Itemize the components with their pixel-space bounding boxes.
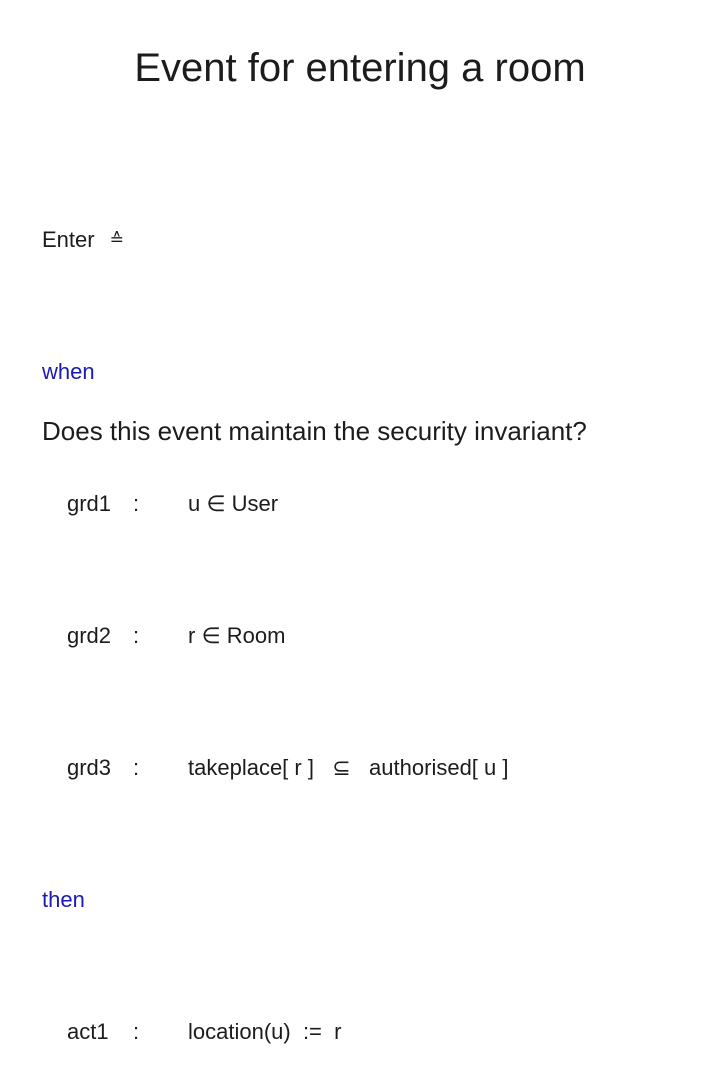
keyword-then: then bbox=[42, 887, 85, 913]
guard-row-grd3: grd3: takeplace[ r ] ⊆ authorised[ u ] bbox=[42, 751, 508, 784]
presentation-slide: Event for entering a room Enter ≙ when gr… bbox=[42, 46, 587, 1045]
event-definition: Enter≙ when grd1:u ∈ User grd2:r ∈ Room … bbox=[42, 124, 508, 1080]
slide-title: Event for entering a room bbox=[134, 46, 586, 90]
guard-label: grd1 bbox=[67, 491, 112, 517]
keyword-when: when bbox=[42, 359, 95, 385]
action-row-act1: act1: location(u) := r bbox=[42, 1015, 508, 1048]
guard-predicate: u ∈ User bbox=[188, 491, 279, 517]
action-label: act1 bbox=[67, 1019, 109, 1045]
guard-predicate: takeplace[ r ] ⊆ authorised[ u ] bbox=[188, 755, 509, 781]
guard-label: grd2 bbox=[67, 623, 112, 649]
guard-row-grd1: grd1: u ∈ User bbox=[42, 487, 508, 520]
defined-as-symbol: ≙ bbox=[109, 229, 124, 249]
event-header: Enter ≙ bbox=[42, 223, 508, 256]
question-text: Does this event maintain the security in… bbox=[42, 416, 587, 446]
guard-predicate: r ∈ Room bbox=[188, 623, 286, 649]
guard-row-grd2: grd2: r ∈ Room bbox=[42, 619, 508, 652]
guard-separator: : bbox=[133, 623, 140, 649]
event-name: Enter bbox=[42, 227, 95, 253]
guard-separator: : bbox=[133, 755, 140, 781]
guard-separator: : bbox=[133, 491, 140, 517]
action-separator: : bbox=[133, 1019, 140, 1045]
guard-label: grd3 bbox=[67, 755, 112, 781]
action-assignment: location(u) := r bbox=[188, 1019, 342, 1045]
